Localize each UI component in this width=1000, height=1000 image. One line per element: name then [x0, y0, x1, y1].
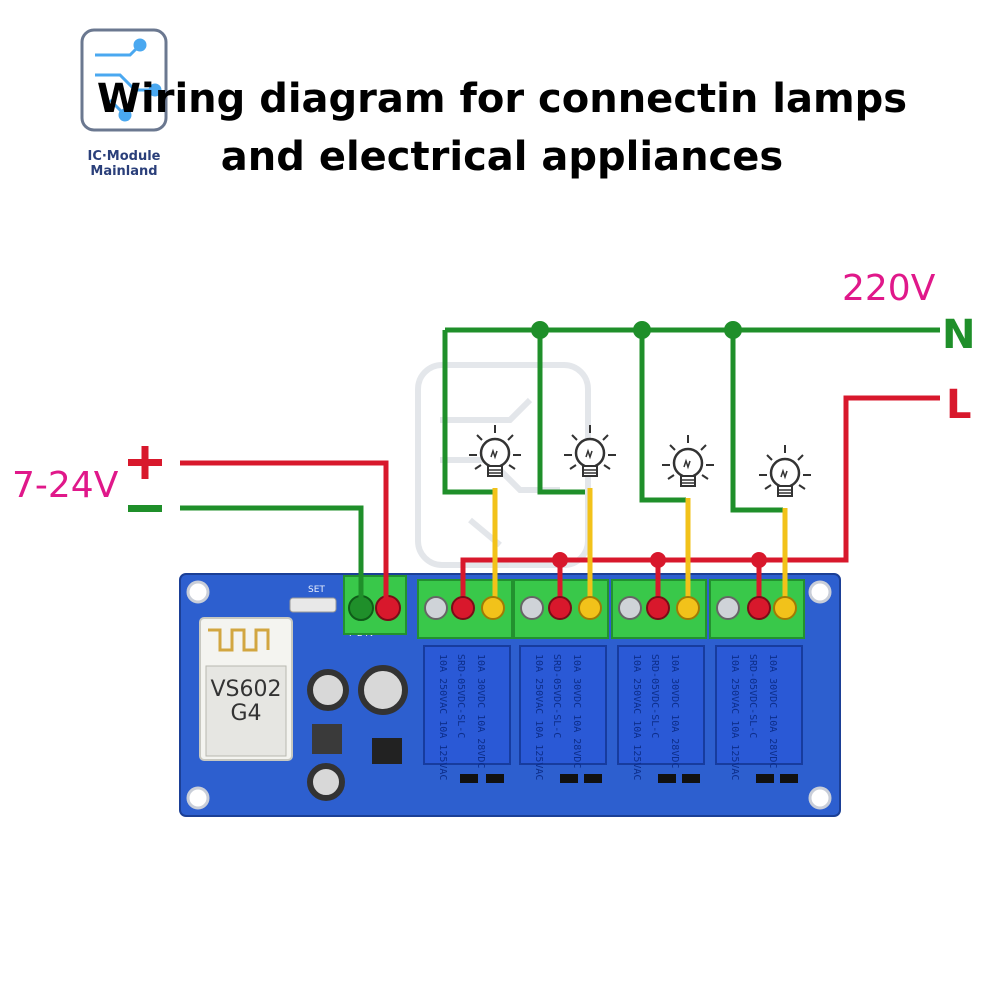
- lightbulb-icon: [759, 445, 811, 497]
- relay-body: [715, 645, 803, 765]
- live-label: L: [946, 382, 972, 428]
- live-terminal-point: [548, 596, 572, 620]
- terminal-screw: [520, 596, 544, 620]
- relay-model-label: SRD-05VDC-SL-C: [747, 654, 758, 738]
- inductor: [312, 724, 342, 754]
- mounting-hole: [808, 580, 832, 604]
- terminal-screw: [716, 596, 740, 620]
- junction-dot: [724, 321, 742, 339]
- relay-rating-label: 10A 250VAC 10A 125VAC: [729, 654, 740, 780]
- logo-frame: [80, 28, 168, 132]
- capacitor: [307, 665, 408, 801]
- load-terminal-point: [773, 596, 797, 620]
- dc-voltage-label: 7-24V: [12, 465, 119, 506]
- logo-text-line2: Mainland: [90, 164, 157, 179]
- title-line-1: Wiring diagram for connectin lamps: [97, 76, 907, 122]
- neutral-lamp-1-wire: [442, 330, 493, 495]
- relay-body: [423, 645, 511, 765]
- terminal-screw: [618, 596, 642, 620]
- relay-channel-1: SRD-05VDC-SL-C 10A 250VAC 10A 125VAC 10A 3…: [417, 579, 513, 780]
- title-line-2: and electrical appliances: [221, 134, 783, 180]
- load-terminal-point: [578, 596, 602, 620]
- relay-rating-label: 10A 250VAC 10A 125VAC: [533, 654, 544, 780]
- live-wire: [460, 395, 940, 608]
- junction-dot: [531, 321, 549, 339]
- relay-channel-2: SRD-05VDC-SL-C 10A 250VAC 10A 125VAC 10A 3…: [513, 579, 609, 780]
- relay-rating-label: 10A 250VAC 10A 125VAC: [437, 654, 448, 780]
- ic-chip: [372, 738, 402, 764]
- neutral-lamp-3-wire: [639, 330, 686, 503]
- module-label-line1: VS602: [210, 677, 281, 702]
- led-row: [460, 774, 798, 783]
- plus-sign: [128, 446, 162, 479]
- relay-rating-label-2: 10A 30VDC 10A 28VDC: [571, 654, 582, 768]
- live-terminal-point: [747, 596, 771, 620]
- load-terminal-point: [676, 596, 700, 620]
- relay-model-label: SRD-05VDC-SL-C: [551, 654, 562, 738]
- set-label: SET: [308, 585, 325, 595]
- neutral-label: N: [942, 312, 975, 358]
- dc-negative-wire: [180, 505, 364, 608]
- terminal-screw: [424, 596, 448, 620]
- relay-rating-label-2: 10A 30VDC 10A 28VDC: [767, 654, 778, 768]
- power-terminal: [343, 575, 407, 635]
- junctions: [531, 321, 767, 568]
- relay-rating-label-2: 10A 30VDC 10A 28VDC: [475, 654, 486, 768]
- mounting-hole: [186, 786, 210, 810]
- module-label-line2: G4: [230, 701, 261, 726]
- wifi-module: VS602 G4: [199, 617, 293, 761]
- lightbulb-icon: [662, 435, 714, 487]
- dc-positive-wire: [180, 460, 389, 608]
- minus-sign: [128, 505, 162, 512]
- live-terminal-point: [451, 596, 475, 620]
- relay-body: [519, 645, 607, 765]
- lightbulb-icon: [469, 425, 521, 477]
- mounting-hole: [808, 786, 832, 810]
- junction-dot: [751, 552, 767, 568]
- neutral-lamp-2-wire: [537, 330, 585, 495]
- set-button[interactable]: [289, 597, 337, 613]
- junction-dot: [633, 321, 651, 339]
- circuit-icon: [95, 38, 162, 122]
- relay-model-label: SRD-05VDC-SL-C: [455, 654, 466, 738]
- load-terminal-point: [481, 596, 505, 620]
- logo: IC·Module Mainland: [80, 28, 168, 179]
- relay-body: [617, 645, 705, 765]
- mounting-hole: [186, 580, 210, 604]
- junction-dot: [552, 552, 568, 568]
- junction-dot: [650, 552, 666, 568]
- relay-model-label: SRD-05VDC-SL-C: [649, 654, 660, 738]
- lightbulb-icon: [564, 425, 616, 477]
- mains-voltage-label: 220V: [842, 268, 936, 309]
- logo-text-line1: IC·Module: [87, 149, 160, 164]
- relay-rating-label: 10A 250VAC 10A 125VAC: [631, 654, 642, 780]
- live-terminal-point: [646, 596, 670, 620]
- relay-rating-label-2: 10A 30VDC 10A 28VDC: [669, 654, 680, 768]
- neutral-lamp-4-wire: [730, 330, 783, 513]
- wiring: [180, 327, 940, 608]
